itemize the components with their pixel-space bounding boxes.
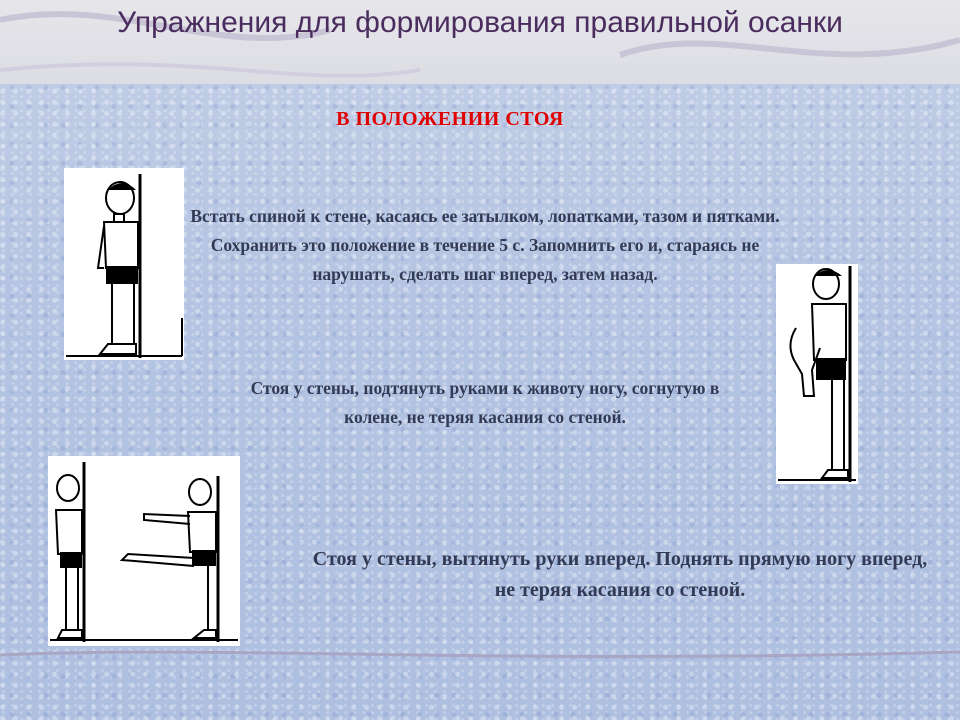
- standing-figure: [66, 174, 183, 358]
- exercise-illustration-1: [64, 168, 184, 360]
- exercise-text-2: Стоя у стены, подтянуть руками к животу …: [250, 378, 720, 427]
- leg-raise-figures: [50, 462, 238, 642]
- slide-title: Упражнения для формирования правильной о…: [117, 6, 843, 39]
- exercise-text-3: Стоя у стены, вытянуть руки вперед. Подн…: [312, 548, 928, 601]
- decorative-bottom-swoosh: [0, 650, 960, 659]
- section-subtitle: В ПОЛОЖЕНИИ СТОЯ: [336, 108, 564, 130]
- title-banner: Упражнения для формирования правильной о…: [0, 0, 960, 84]
- knee-raise-figure: [778, 266, 856, 482]
- exercise-illustration-2: [776, 264, 858, 484]
- exercise-text-1: Встать спиной к стене, касаясь ее затылк…: [190, 206, 780, 284]
- exercise-illustration-3: [48, 456, 240, 646]
- decorative-swoosh: [0, 11, 960, 78]
